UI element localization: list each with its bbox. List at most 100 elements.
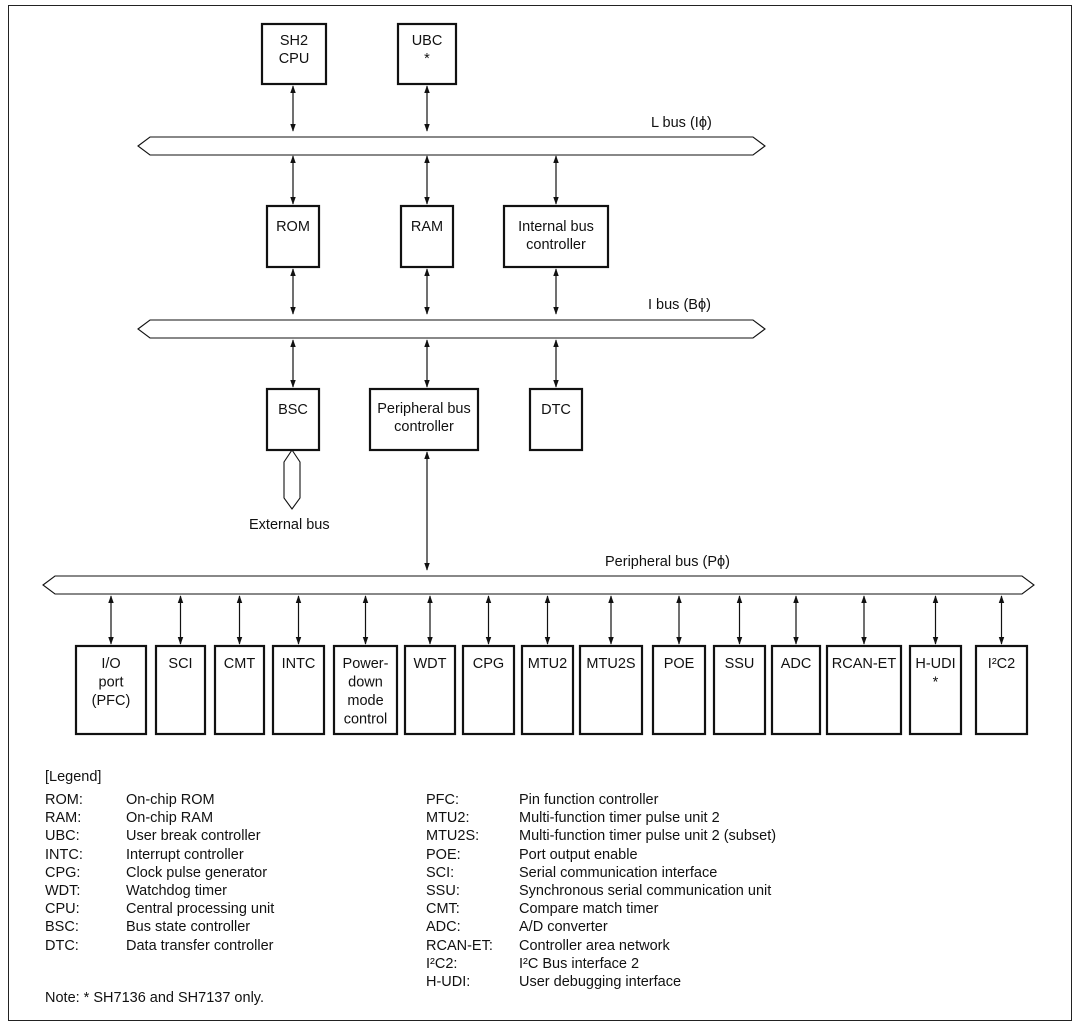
- svg-text:SH2: SH2: [280, 33, 308, 49]
- ssu-label: SSU: [725, 656, 755, 672]
- poe-label: POE: [664, 656, 695, 672]
- legend-desc: Bus state controller: [126, 919, 251, 936]
- legend-abbr: RAM:: [45, 810, 82, 827]
- legend-desc: Clock pulse generator: [126, 864, 268, 881]
- svg-text:DTC: DTC: [541, 402, 571, 418]
- svg-text:UBC: UBC: [412, 33, 443, 49]
- cmt-block: CMT: [213, 644, 266, 736]
- l-bus: [137, 136, 766, 156]
- legend-desc: Multi-function timer pulse unit 2: [519, 810, 720, 827]
- legend-abbr: CMT:: [426, 901, 460, 918]
- legend-abbr: PFC:: [426, 792, 460, 808]
- legend-title: [Legend]: [45, 769, 102, 785]
- legend-entry: H-UDI:User debugging interface: [426, 973, 776, 991]
- sci-block: SCI: [154, 644, 207, 736]
- i-bus: [137, 319, 766, 339]
- io-port-pfc-block: I/O port (PFC): [74, 644, 148, 736]
- ubc-block: UBC *: [396, 22, 458, 86]
- legend-desc: On-chip ROM: [126, 792, 215, 808]
- sci-label: SCI: [168, 656, 192, 672]
- io-port-pfc-label: (PFC): [92, 693, 131, 709]
- diagram-frame: [8, 5, 1072, 1021]
- io-port-pfc-label: port: [99, 675, 124, 691]
- legend-abbr: H-UDI:: [426, 974, 471, 991]
- external-bus-label: External bus: [249, 517, 330, 533]
- peripheral-modules: I/O port (PFC) SCI CMT INTC Power-downmodecont…: [74, 595, 1029, 736]
- legend-desc: Compare match timer: [519, 901, 659, 918]
- legend-desc: Data transfer controller: [126, 937, 274, 954]
- legend-desc: User break controller: [126, 828, 261, 845]
- wdt-block: WDT: [403, 644, 457, 736]
- h-udi-label: H-UDI: [915, 656, 955, 672]
- legend-entry: WDT: Watchdog timer: [45, 882, 274, 900]
- legend-entry: SCI: Serial communication interface: [426, 864, 776, 882]
- legend-desc: I²C Bus interface 2: [519, 955, 640, 972]
- legend-entry: RAM: On-chip RAM: [45, 809, 274, 827]
- ssu-block: SSU: [712, 644, 767, 736]
- legend-abbr: MTU2S:: [426, 828, 480, 845]
- legend-desc: Synchronous serial communication unit: [519, 883, 772, 900]
- h-udi-label: *: [933, 675, 939, 691]
- legend-desc: Interrupt controller: [126, 846, 244, 863]
- intc-block: INTC: [271, 644, 326, 736]
- legend-entry: MTU2S: Multi-function timer pulse unit 2 …: [426, 827, 776, 845]
- legend-abbr: INTC:: [45, 846, 83, 863]
- svg-text:CPU: CPU: [279, 51, 310, 67]
- svg-text:RAM: RAM: [411, 219, 443, 235]
- svg-text:ROM: ROM: [276, 219, 310, 235]
- legend-abbr: WDT:: [45, 883, 81, 900]
- adc-block: ADC: [770, 644, 822, 736]
- legend-entry: CPG: Clock pulse generator: [45, 864, 274, 882]
- legend-entry: MTU2: Multi-function timer pulse unit 2: [426, 809, 776, 827]
- ram-block: RAM: [399, 204, 455, 269]
- cmt-label: CMT: [224, 656, 256, 672]
- i-bus-label: I bus (Bϕ): [648, 297, 711, 313]
- legend-desc: Controller area network: [519, 937, 670, 954]
- i2c2-block: I²C2: [974, 644, 1029, 736]
- legend-entry: SSU:Synchronous serial communication uni…: [426, 882, 776, 900]
- legend-desc: Watchdog timer: [126, 883, 227, 900]
- legend-desc: Pin function controller: [519, 792, 659, 808]
- peripheral-bus-label: Peripheral bus (Pϕ): [605, 554, 730, 570]
- peripheral-bus: [42, 575, 1035, 595]
- legend-entry: CMT: Compare match timer: [426, 900, 776, 918]
- legend-abbr: SCI:: [426, 864, 455, 881]
- svg-text:Internal bus: Internal bus: [518, 219, 594, 235]
- rom-block: ROM: [265, 204, 321, 269]
- legend-desc: Serial communication interface: [519, 864, 718, 881]
- io-port-pfc-label: I/O: [101, 656, 120, 672]
- legend-desc: Multi-function timer pulse unit 2 (subse…: [519, 828, 777, 845]
- svg-text:BSC: BSC: [278, 402, 308, 418]
- poe-block: POE: [651, 644, 707, 736]
- legend-abbr: DTC:: [45, 937, 79, 954]
- legend-entry: POE: Port output enable: [426, 846, 776, 864]
- bsc-block: BSC: [265, 387, 321, 452]
- legend-entry: INTC: Interrupt controller: [45, 846, 274, 864]
- power-down-mode-control-label: down: [348, 675, 383, 691]
- dtc-block: DTC: [528, 387, 584, 452]
- footnote: Note: * SH7136 and SH7137 only.: [45, 990, 264, 1006]
- svg-text:Peripheral bus: Peripheral bus: [377, 401, 471, 417]
- mtu2s-label: MTU2S: [586, 656, 635, 672]
- legend-entry: BSC: Bus state controller: [45, 918, 274, 936]
- legend-abbr: I²C2:: [426, 955, 458, 972]
- legend-abbr: BSC:: [45, 919, 79, 936]
- sh2-cpu-block: SH2 CPU: [260, 22, 328, 86]
- legend-entry: ROM:On-chip ROM: [45, 791, 274, 809]
- legend-desc: On-chip RAM: [126, 810, 214, 827]
- mtu2-block: MTU2: [520, 644, 575, 736]
- legend-abbr: UBC:: [45, 828, 80, 845]
- legend-entry: CPU:Central processing unit: [45, 900, 274, 918]
- legend-abbr: RCAN-ET:: [426, 937, 493, 954]
- legend-abbr: CPG:: [45, 864, 81, 881]
- legend-abbr: ADC:: [426, 919, 461, 936]
- peripheral-bus-controller-block: Peripheral bus controller: [368, 387, 480, 452]
- legend-abbr: POE:: [426, 846, 461, 863]
- legend-desc: Port output enable: [519, 846, 638, 863]
- legend-abbr: MTU2:: [426, 810, 470, 827]
- rcan-et-label: RCAN-ET: [832, 656, 897, 672]
- intc-label: INTC: [282, 656, 316, 672]
